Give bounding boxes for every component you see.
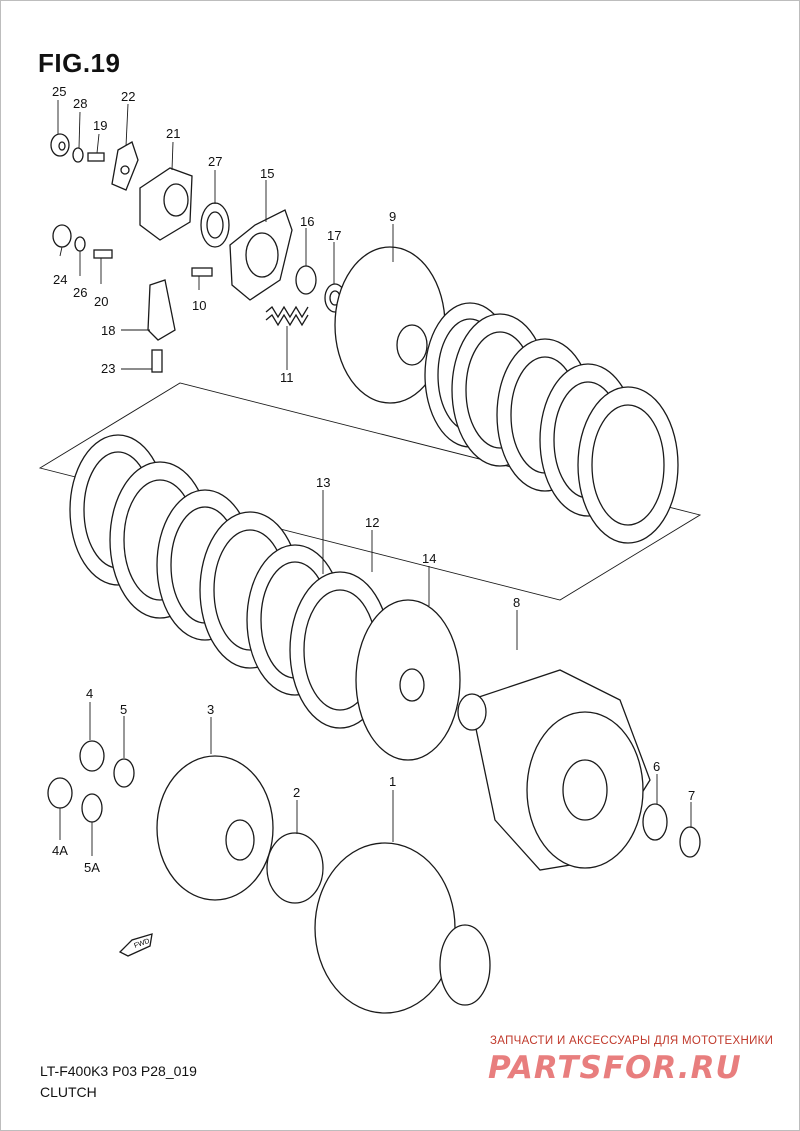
- callout-7: 7: [688, 788, 695, 803]
- callout-labels: 25 28 19 22 21 27 15 16 17 9 24 26 20 10…: [52, 84, 695, 875]
- callout-25: 25: [52, 84, 66, 99]
- part-1-clutch-drum: [314, 842, 491, 1014]
- part-27-bearing: [200, 202, 230, 248]
- part-16-collar: [295, 265, 317, 295]
- callout-8: 8: [513, 595, 520, 610]
- watermark-tagline: ЗАПЧАСТИ И АКСЕССУАРЫ ДЛЯ МОТОТЕХНИКИ: [490, 1035, 774, 1047]
- plate-stack-upper: [424, 302, 679, 544]
- callout-20: 20: [94, 294, 108, 309]
- page-caption: CLUTCH: [40, 1084, 97, 1100]
- callout-4: 4: [86, 686, 93, 701]
- part-8-clutch-housing: [457, 669, 651, 871]
- callout-11: 11: [280, 370, 294, 385]
- callout-9: 9: [389, 209, 396, 224]
- part-15-lifter-plate: [229, 209, 293, 301]
- callout-10: 10: [192, 298, 206, 313]
- callout-13: 13: [316, 475, 330, 490]
- callout-1: 1: [389, 774, 396, 789]
- callout-12: 12: [365, 515, 379, 530]
- callout-23: 23: [101, 361, 115, 376]
- plate-stack-lower: [69, 434, 391, 729]
- callout-2: 2: [293, 785, 300, 800]
- part-10-bolt: [191, 267, 213, 277]
- callout-26: 26: [73, 285, 87, 300]
- model-code: LT-F400K3 P03 P28_019: [40, 1063, 197, 1079]
- part-23-bolt: [151, 349, 163, 373]
- callout-28: 28: [73, 96, 87, 111]
- callout-21: 21: [166, 126, 180, 141]
- part-21-holder: [139, 167, 193, 241]
- part-11-spring: [265, 305, 309, 327]
- part-6-washer: [642, 803, 668, 841]
- callout-4A: 4A: [52, 843, 68, 858]
- part-4-nut: [79, 740, 105, 772]
- part-19-bolt: [87, 152, 105, 162]
- part-5A-washer: [81, 793, 103, 823]
- plate-set-outline: [38, 382, 702, 601]
- callout-16: 16: [300, 214, 314, 229]
- callout-19: 19: [93, 118, 107, 133]
- part-2-one-way-clutch: [266, 832, 324, 904]
- callout-3: 3: [207, 702, 214, 717]
- callout-17: 17: [327, 228, 341, 243]
- callout-18: 18: [101, 323, 115, 338]
- callout-5: 5: [120, 702, 127, 717]
- part-5-washer: [113, 758, 135, 788]
- callout-5A: 5A: [84, 860, 100, 875]
- callout-22: 22: [121, 89, 135, 104]
- callout-27: 27: [208, 154, 222, 169]
- callout-24: 24: [53, 272, 67, 287]
- part-20-bolt: [93, 249, 113, 259]
- part-14-plate: [355, 599, 461, 761]
- part-24-nut: [52, 224, 72, 248]
- part-7-washer: [679, 826, 701, 858]
- watermark-logo: PARTSFOR.RU: [488, 1050, 742, 1086]
- callout-15: 15: [260, 166, 274, 181]
- part-4A-nut: [47, 777, 73, 809]
- callout-14: 14: [422, 551, 436, 566]
- part-28-washer: [72, 147, 84, 163]
- part-22-lever: [111, 141, 139, 191]
- fwd-arrow-icon: FWD: [118, 933, 153, 957]
- part-18-arm: [147, 279, 176, 341]
- part-3-clutch-shoe: [156, 755, 274, 901]
- part-25-nut: [50, 133, 70, 157]
- figure-title: FIG.19: [38, 48, 121, 78]
- part-26-washer: [74, 236, 86, 252]
- callout-6: 6: [653, 759, 660, 774]
